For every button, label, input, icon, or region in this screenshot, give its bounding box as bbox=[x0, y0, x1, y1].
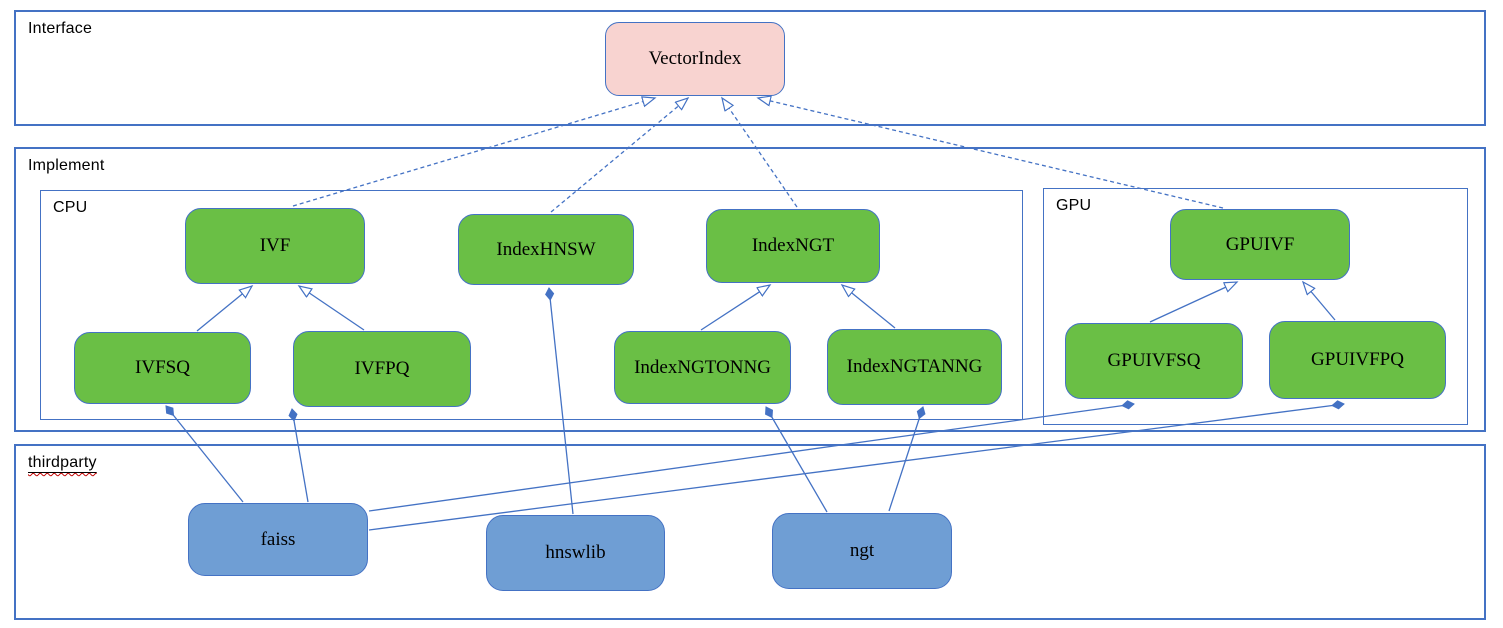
node-ivfsq-label: IVFSQ bbox=[135, 357, 190, 378]
node-vectorindex[interactable]: VectorIndex bbox=[605, 22, 785, 96]
node-ivfsq[interactable]: IVFSQ bbox=[74, 332, 251, 404]
node-vectorindex-label: VectorIndex bbox=[648, 48, 742, 69]
node-gpuivfpq-label: GPUIVFPQ bbox=[1311, 349, 1404, 370]
group-interface-label: Interface bbox=[28, 20, 93, 37]
group-gpu-label: GPU bbox=[1056, 197, 1092, 214]
node-ngt[interactable]: ngt bbox=[772, 513, 952, 589]
group-thirdparty-label: thirdparty bbox=[28, 454, 97, 471]
group-cpu-label: CPU bbox=[53, 199, 88, 216]
node-indexngtonng-label: IndexNGTONNG bbox=[634, 356, 771, 378]
node-ngt-label: ngt bbox=[849, 540, 875, 561]
node-gpuivf[interactable]: GPUIVF bbox=[1170, 209, 1350, 280]
node-faiss-label: faiss bbox=[260, 528, 296, 550]
node-indexngtonng[interactable]: IndexNGTONNG bbox=[614, 331, 791, 404]
node-ivfpq[interactable]: IVFPQ bbox=[293, 331, 471, 407]
node-hnswlib-label: hnswlib bbox=[545, 542, 606, 563]
node-faiss[interactable]: faiss bbox=[188, 503, 368, 576]
node-indexngt-label: IndexNGT bbox=[751, 235, 835, 256]
node-indexngtanng-label: IndexNGTANNG bbox=[846, 356, 983, 377]
node-hnswlib[interactable]: hnswlib bbox=[486, 515, 665, 591]
node-gpuivfsq[interactable]: GPUIVFSQ bbox=[1065, 323, 1243, 399]
node-indexhnsw-label: IndexHNSW bbox=[496, 238, 596, 260]
node-gpuivfpq[interactable]: GPUIVFPQ bbox=[1269, 321, 1446, 399]
node-gpuivfsq-label: GPUIVFSQ bbox=[1107, 350, 1201, 371]
group-implement-label: Implement bbox=[28, 157, 105, 174]
node-indexngt[interactable]: IndexNGT bbox=[706, 209, 880, 283]
node-indexngtanng[interactable]: IndexNGTANNG bbox=[827, 329, 1002, 405]
node-ivf[interactable]: IVF bbox=[185, 208, 365, 284]
node-ivf-label: IVF bbox=[259, 235, 291, 256]
node-gpuivf-label: GPUIVF bbox=[1225, 233, 1295, 255]
node-indexhnsw[interactable]: IndexHNSW bbox=[458, 214, 634, 285]
node-ivfpq-label: IVFPQ bbox=[354, 358, 410, 379]
